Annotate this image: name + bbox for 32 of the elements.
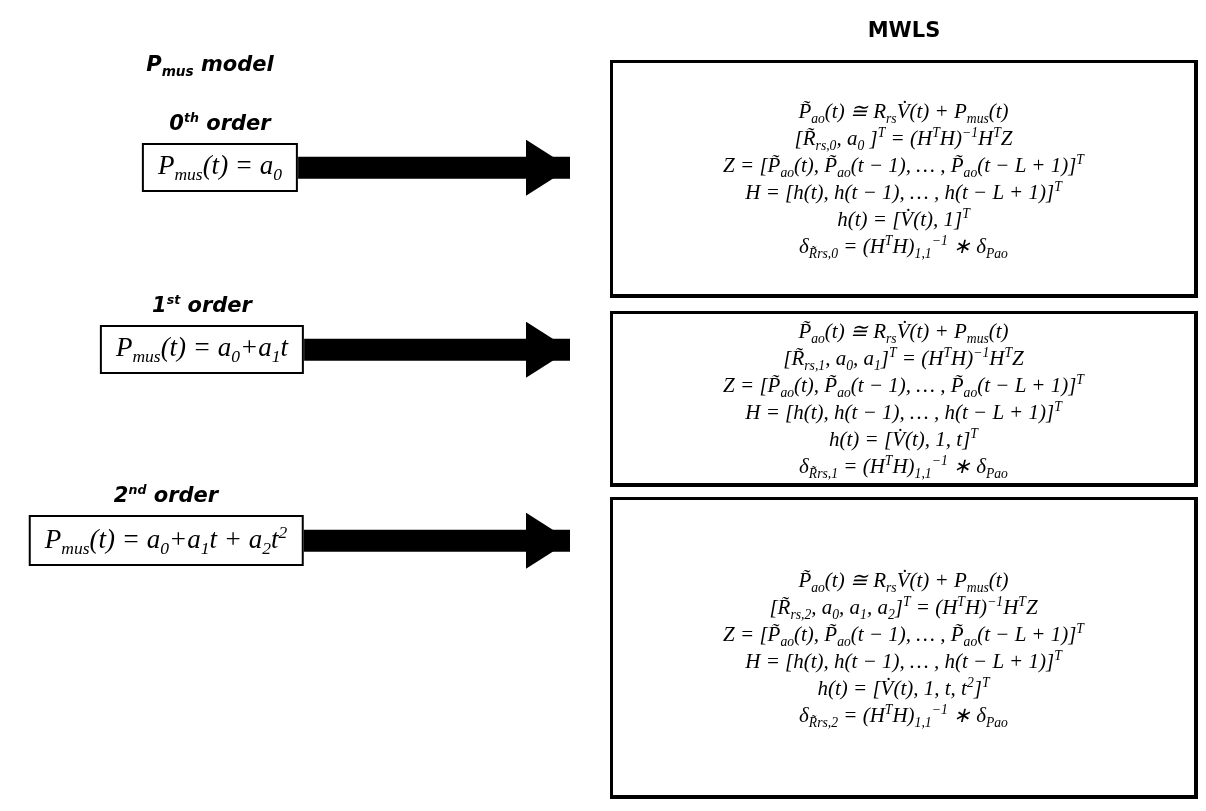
- equation-box: P$_{mus}$(t) = a$_{0}$+a$_{1}$t: [99, 325, 305, 375]
- equation: h(t) = [V̇(t), 1, t]$^{T}$: [829, 425, 978, 453]
- equation: P̃$_{ao}$(t) ≅ R$_{rs}$V̇(t) + P$_{mus}$(t): [798, 317, 1009, 345]
- equation-panel: [610, 311, 1198, 487]
- column-heading: MWLS: [867, 18, 941, 42]
- order-heading: 0$^{th}$ order: [169, 110, 271, 135]
- equation: H = [h(t), h(t − 1), … , h(t − L + 1)]$^{T}$: [745, 178, 1062, 206]
- block-arrow: [298, 139, 570, 196]
- equation: δ$_{R̃rs,0}$ = (H$^{T}$H)$_{1,1}$$^{−1}$ ∗ δ$_{Pao}$: [799, 232, 1008, 260]
- column-heading: P$_{mus}$ model: [146, 52, 274, 80]
- order-heading: 2$^{nd}$ order: [113, 482, 219, 507]
- equation: [R̃$_{rs,0}$, a$_{0}$ ]$^{T}$ = (H$^{T}$H)$^{−1}$H$^{T}$Z: [794, 124, 1013, 152]
- equation-box: P$_{mus}$(t) = a$_{0}$+a$_{1}$t + a$_{2}$t$^{2}$: [28, 515, 304, 567]
- equation: δ$_{R̃rs,2}$ = (H$^{T}$H)$_{1,1}$$^{−1}$ ∗ δ$_{Pao}$: [799, 701, 1008, 729]
- equation: [R̃$_{rs,1}$, a$_{0}$, a$_{1}$]$^{T}$ = (H$^{T}$H)$^{−1}$H$^{T}$Z: [783, 344, 1024, 372]
- equation: h(t) = [V̇(t), 1]$^{T}$: [837, 205, 970, 233]
- block-arrow: [303, 512, 570, 569]
- equation-box: P$_{mus}$(t) = a$_{0}$: [141, 143, 299, 193]
- equation: h(t) = [V̇(t), 1, t, t$^{2}$]$^{T}$: [817, 674, 990, 702]
- block-arrow: [304, 321, 570, 378]
- equation: H = [h(t), h(t − 1), … , h(t − L + 1)]$^{T}$: [745, 398, 1062, 426]
- equation-panel: [610, 60, 1198, 298]
- equation: Z = [P̃$_{ao}$(t), P̃$_{ao}$(t − 1), … , P̃$_{ao}$(t − L + 1)]$^{T}$: [723, 371, 1084, 399]
- equation: Z = [P̃$_{ao}$(t), P̃$_{ao}$(t − 1), … , P̃$_{ao}$(t − L + 1)]$^{T}$: [723, 620, 1084, 648]
- equation: P̃$_{ao}$(t) ≅ R$_{rs}$V̇(t) + P$_{mus}$(t): [798, 97, 1009, 125]
- equation: [R̃$_{rs,2}$, a$_{0}$, a$_{1}$, a$_{2}$]$^{T}$ = (H$^{T}$H)$^{−1}$H$^{T}$Z: [769, 593, 1038, 621]
- equation: δ$_{R̃rs,1}$ = (H$^{T}$H)$_{1,1}$$^{−1}$ ∗ δ$_{Pao}$: [799, 452, 1008, 480]
- equation-panel: [610, 497, 1198, 799]
- equation: H = [h(t), h(t − 1), … , h(t − L + 1)]$^{T}$: [745, 647, 1062, 675]
- order-heading: 1$^{st}$ order: [152, 292, 252, 317]
- equation: P̃$_{ao}$(t) ≅ R$_{rs}$V̇(t) + P$_{mus}$(t): [798, 566, 1009, 594]
- equation: Z = [P̃$_{ao}$(t), P̃$_{ao}$(t − 1), … , P̃$_{ao}$(t − L + 1)]$^{T}$: [723, 151, 1084, 179]
